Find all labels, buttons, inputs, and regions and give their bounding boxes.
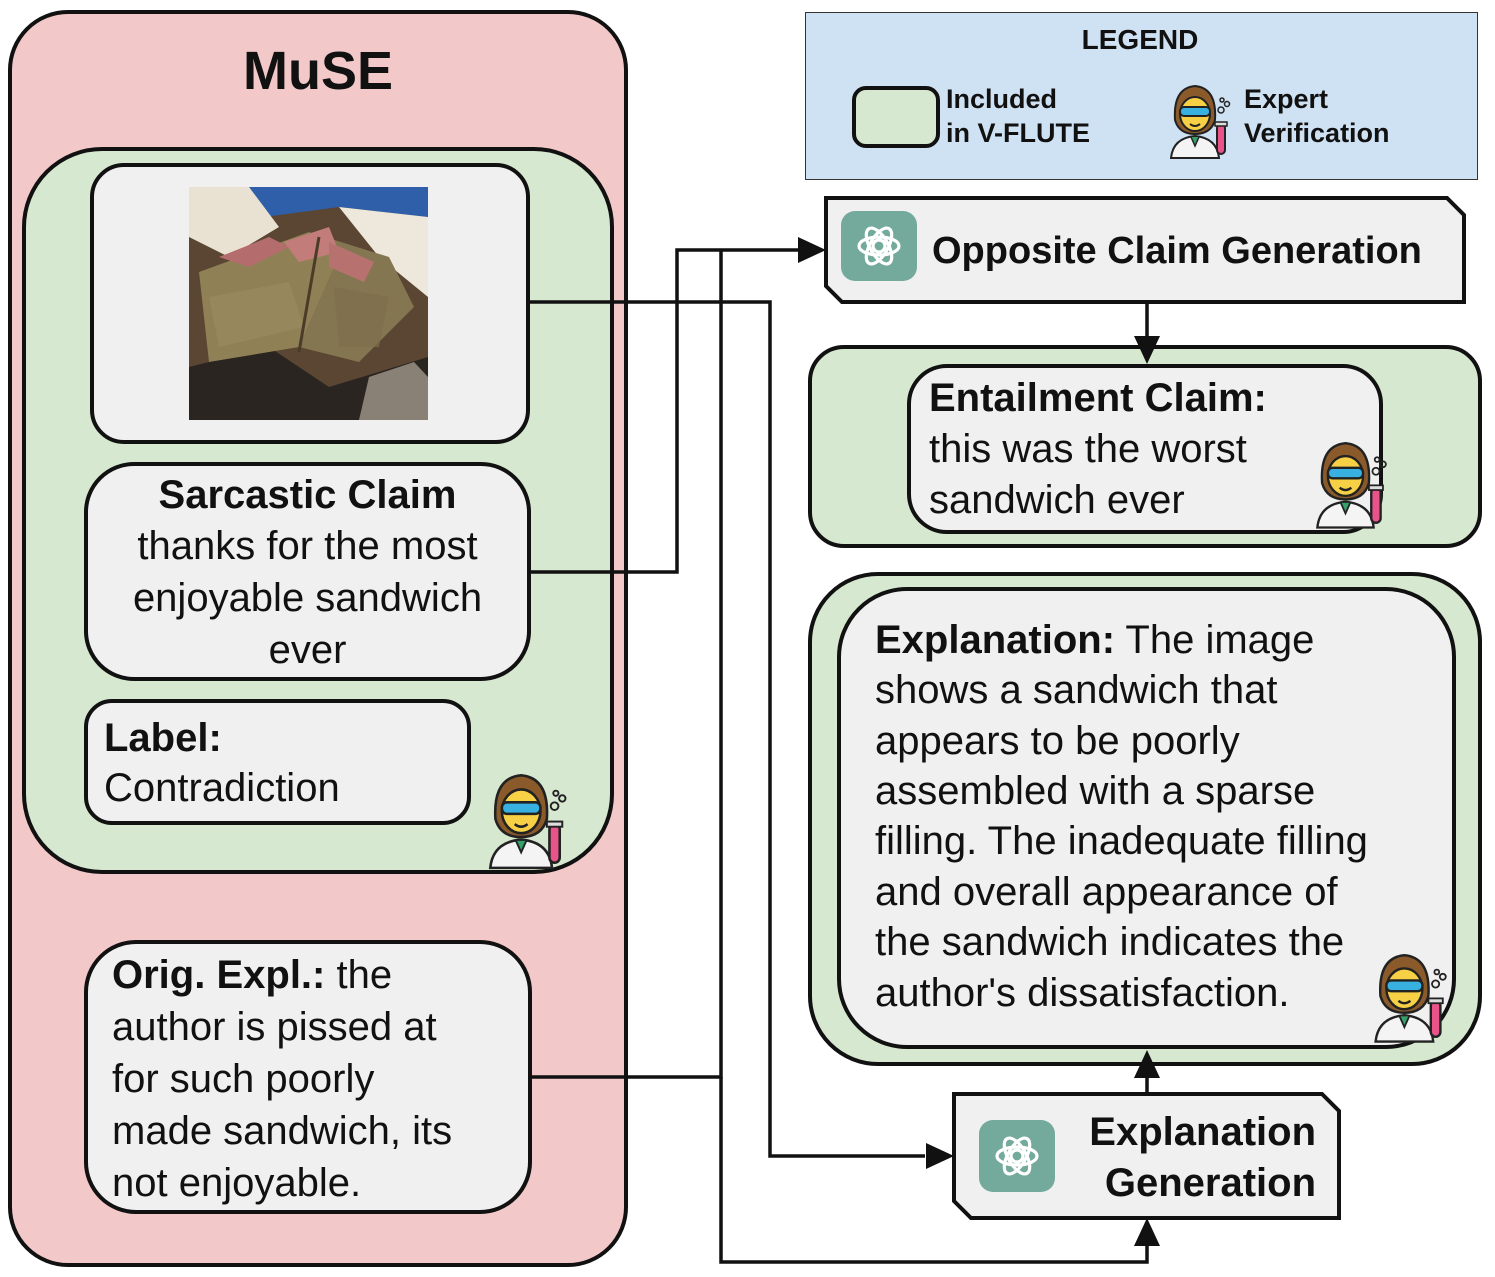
explanation-line4: assembled with a sparse xyxy=(875,769,1316,813)
explanation-card xyxy=(837,587,1456,1049)
legend-expert-line1: Expert xyxy=(1244,84,1329,114)
legend-included-line1: Included xyxy=(946,84,1058,114)
sandwich-photo xyxy=(189,187,428,420)
opposite-claim-generation-label: Opposite Claim Generation xyxy=(932,230,1422,272)
sarcastic-claim-line2: enjoyable sandwich xyxy=(132,576,483,620)
arrowhead-explanation-generation-bottom xyxy=(1134,1218,1160,1246)
muse-title: MuSE xyxy=(242,41,393,101)
arrowhead-explanation-generation-left xyxy=(926,1143,954,1169)
original-explanation-line2: author is pissed at xyxy=(112,1005,437,1049)
explanation-line5: filling. The inadequate filling xyxy=(875,819,1368,863)
woman-scientist-icon-art xyxy=(488,773,567,870)
sarcastic-claim-heading: Sarcastic Claim xyxy=(158,473,457,517)
explanation-line3: appears to be poorly xyxy=(875,719,1240,763)
label-value: Contradiction xyxy=(104,766,340,810)
legend-expert-line2: Verification xyxy=(1244,118,1390,148)
arrowhead-opposite-claim xyxy=(798,237,826,263)
sarcastic-claim-line1: thanks for the most xyxy=(137,524,478,568)
original-explanation-line1-rest: the xyxy=(325,953,393,997)
entailment-claim-heading: Entailment Claim: xyxy=(929,376,1267,420)
openai-logo-glyph xyxy=(995,1136,1039,1176)
woman-scientist-icon xyxy=(1169,84,1231,159)
legend-included-line2: in V-FLUTE xyxy=(946,118,1090,148)
woman-scientist-icon xyxy=(1374,953,1447,1043)
entailment-claim-line1: this was the worst xyxy=(929,427,1247,471)
original-explanation-line1: Orig. Expl.: the xyxy=(112,950,392,1001)
legend-title: LEGEND xyxy=(1081,24,1199,55)
explanation-generation-line2: Generation xyxy=(1104,1161,1316,1205)
explanation-generation-line1: Explanation xyxy=(1089,1110,1316,1154)
openai-logo-icon xyxy=(841,211,917,281)
original-explanation-line5: not enjoyable. xyxy=(112,1161,362,1205)
woman-scientist-icon xyxy=(1316,441,1387,529)
original-explanation-line4: made sandwich, its xyxy=(112,1109,453,1153)
sarcastic-claim-line3: ever xyxy=(268,628,347,672)
original-explanation-card xyxy=(84,940,532,1214)
sandwich-photo-art xyxy=(189,187,428,420)
sarcastic-claim-card xyxy=(84,462,531,681)
label-heading: Label: xyxy=(104,716,222,760)
woman-scientist-icon-art xyxy=(1169,84,1231,159)
explanation-line7: the sandwich indicates the xyxy=(875,920,1345,964)
legend-included-swatch xyxy=(852,86,940,148)
woman-scientist-icon-art xyxy=(1316,441,1387,529)
original-explanation-line3: for such poorly xyxy=(112,1057,375,1101)
explanation-line1: Explanation: The image xyxy=(875,615,1314,666)
explanation-line2: shows a sandwich that xyxy=(875,668,1278,712)
woman-scientist-icon-art xyxy=(1374,953,1447,1043)
explanation-line8: author's dissatisfaction. xyxy=(875,971,1290,1015)
explanation-line6: and overall appearance of xyxy=(875,870,1338,914)
explanation-heading: Explanation: xyxy=(875,618,1116,662)
original-explanation-heading: Orig. Expl.: xyxy=(112,953,326,997)
woman-scientist-icon xyxy=(488,773,567,870)
entailment-claim-card xyxy=(907,364,1383,534)
entailment-claim-line2: sandwich ever xyxy=(929,478,1185,522)
explanation-line1-rest: The image xyxy=(1115,618,1315,662)
openai-logo-glyph xyxy=(857,226,901,266)
openai-logo-icon xyxy=(979,1120,1055,1192)
label-card xyxy=(84,699,471,825)
